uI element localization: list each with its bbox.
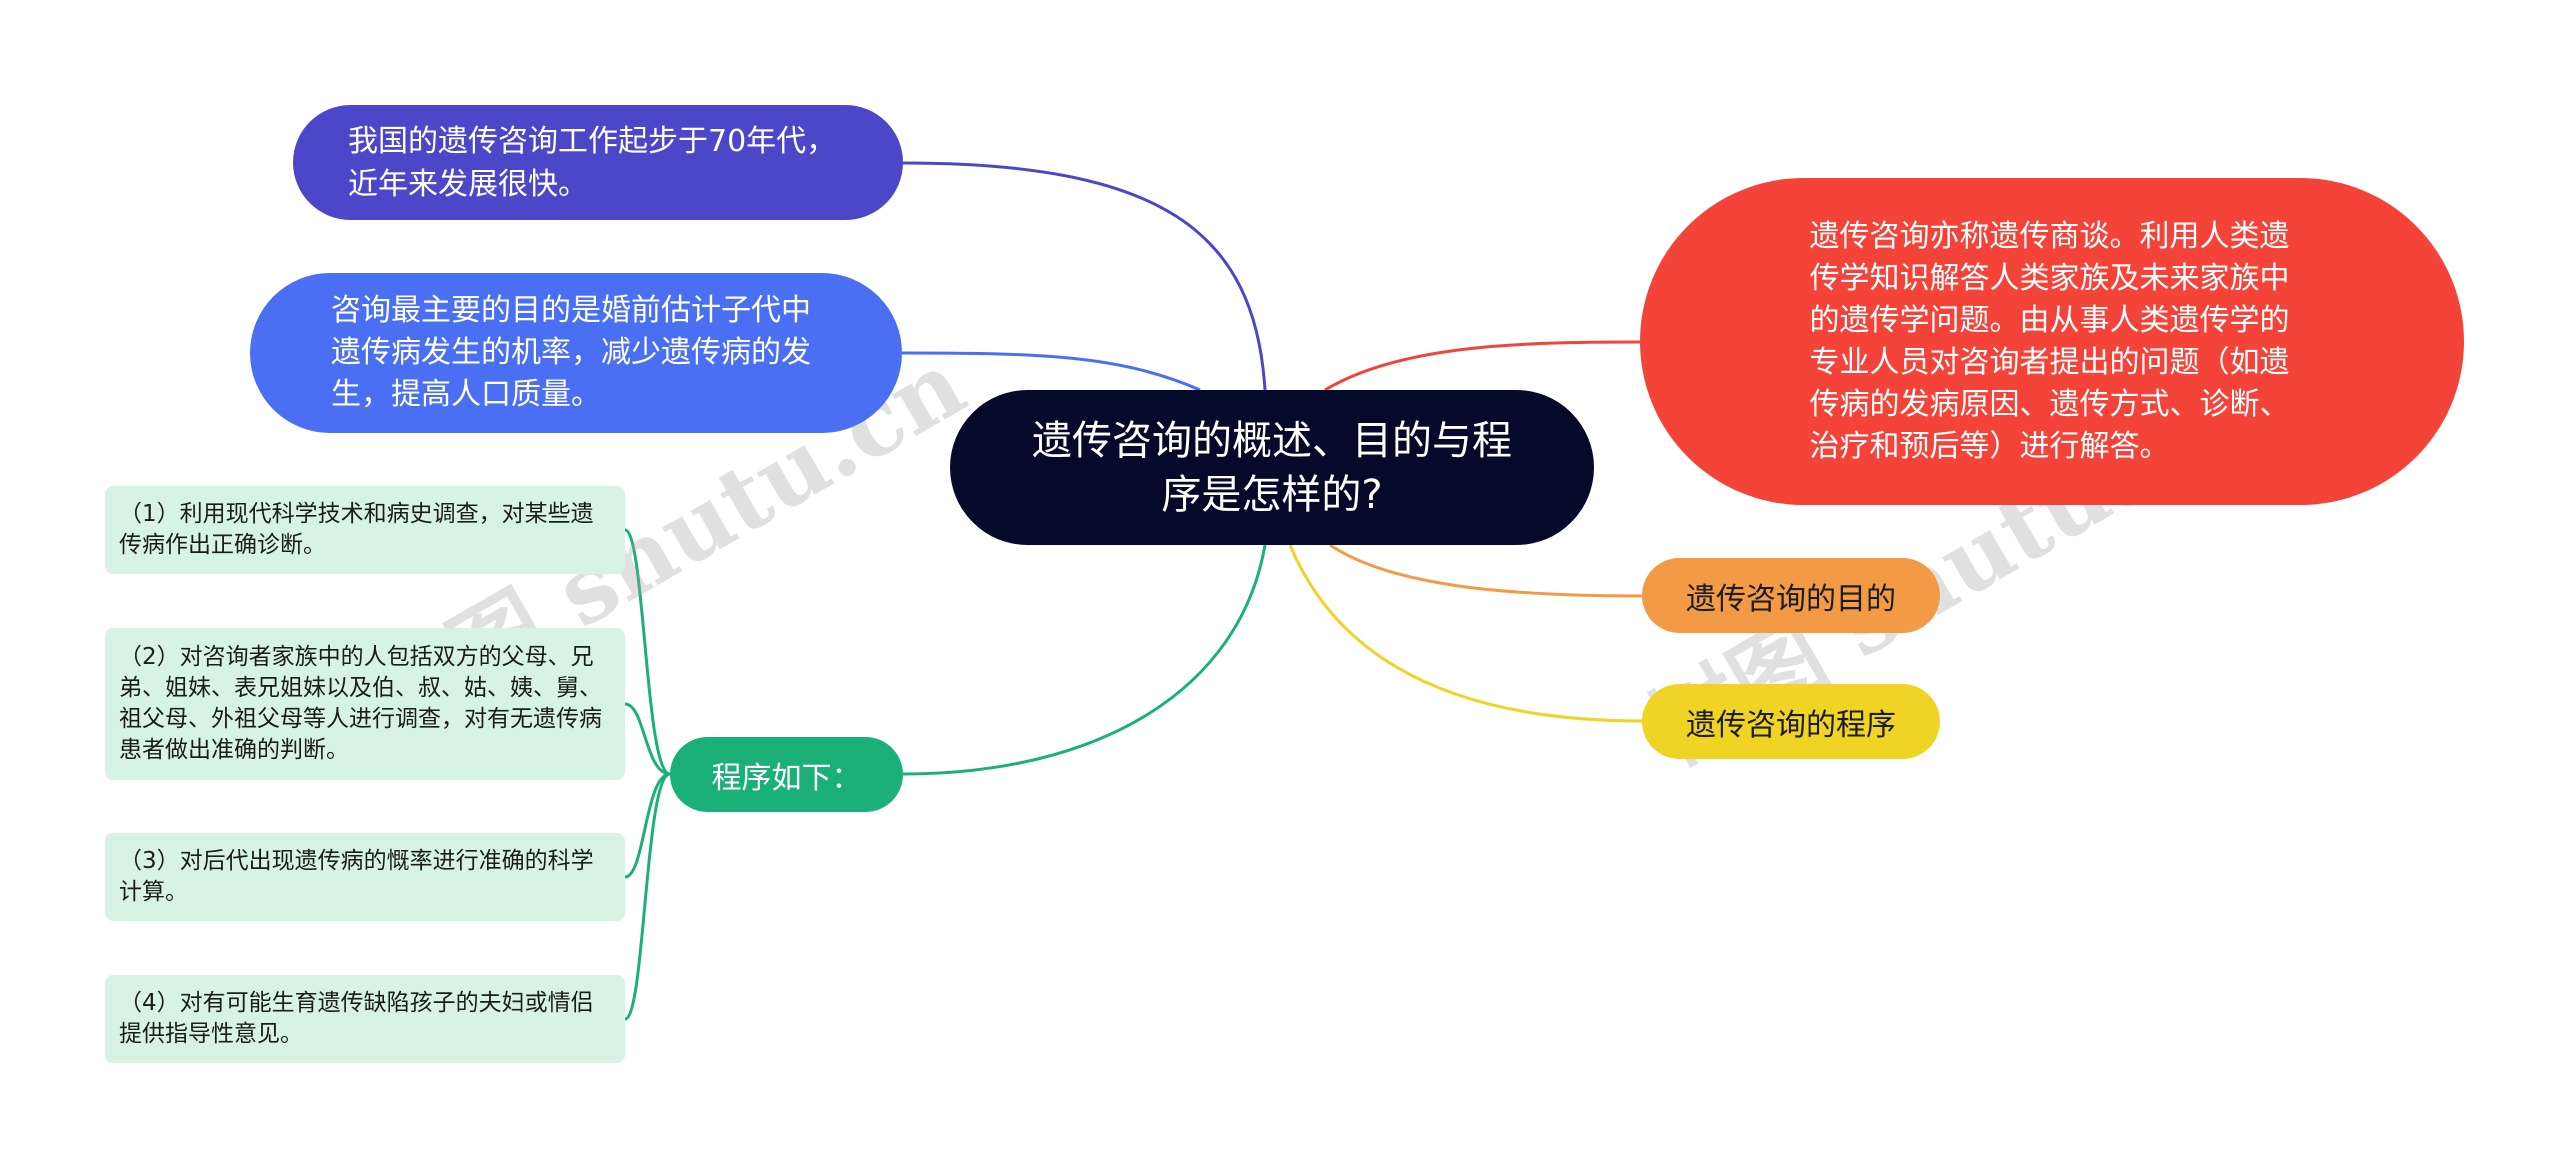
topic-purpose-detail[interactable]: 咨询最主要的目的是婚前估计子代中遗传病发生的机率，减少遗传病的发生，提高人口质量…: [250, 273, 902, 433]
central-topic[interactable]: 遗传咨询的概述、目的与程序是怎样的?: [950, 390, 1594, 545]
connector-line: [901, 351, 1201, 392]
topic-definition-text: 遗传咨询亦称遗传商谈。利用人类遗传学知识解答人类家族及未来家族中的遗传学问题。由…: [1809, 218, 2290, 464]
connector-line: [902, 161, 1267, 391]
connector-line: [1288, 544, 1643, 723]
connector-line: [1324, 340, 1641, 392]
connector-line: [624, 772, 671, 1021]
connector-line: [624, 528, 671, 776]
central-topic-label: 遗传咨询的概述、目的与程序是怎样的?: [1032, 417, 1512, 518]
procedure-step-1[interactable]: （1）利用现代科学技术和病史调查，对某些遗传病作出正确诊断。: [105, 486, 625, 574]
procedure-step-3[interactable]: （3）对后代出现遗传病的慨率进行准确的科学计算。: [105, 833, 625, 921]
topic-procedure-label: 遗传咨询的程序: [1686, 707, 1896, 743]
topic-history[interactable]: 我国的遗传咨询工作起步于70年代，近年来发展很快。: [293, 105, 903, 220]
procedure-step-4[interactable]: （4）对有可能生育遗传缺陷孩子的夫妇或情侣提供指导性意见。: [105, 975, 625, 1063]
topic-purpose-detail-text: 咨询最主要的目的是婚前估计子代中遗传病发生的机率，减少遗传病的发生，提高人口质量…: [331, 293, 811, 412]
procedure-step-text: （1）利用现代科学技术和病史调查，对某些遗传病作出正确诊断。: [119, 501, 594, 558]
connector-line: [624, 772, 671, 879]
connector-line: [624, 702, 671, 776]
procedure-step-text: （2）对咨询者家族中的人包括双方的父母、兄弟、姐妹、表兄姐妹以及伯、叔、姑、姨、…: [119, 644, 602, 763]
connector-line: [1329, 543, 1643, 598]
procedure-step-2[interactable]: （2）对咨询者家族中的人包括双方的父母、兄弟、姐妹、表兄姐妹以及伯、叔、姑、姨、…: [105, 628, 625, 780]
topic-procedure-steps-label: 程序如下：: [711, 760, 862, 796]
topic-history-text: 我国的遗传咨询工作起步于70年代，近年来发展很快。: [348, 123, 837, 202]
procedure-step-text: （4）对有可能生育遗传缺陷孩子的夫妇或情侣提供指导性意见。: [119, 990, 594, 1047]
procedure-step-text: （3）对后代出现遗传病的慨率进行准确的科学计算。: [119, 848, 594, 905]
topic-purpose-label: 遗传咨询的目的: [1686, 581, 1896, 617]
topic-definition[interactable]: 遗传咨询亦称遗传商谈。利用人类遗传学知识解答人类家族及未来家族中的遗传学问题。由…: [1640, 178, 2464, 505]
topic-procedure-steps[interactable]: 程序如下：: [670, 737, 903, 812]
topic-procedure[interactable]: 遗传咨询的程序: [1642, 684, 1940, 759]
topic-purpose[interactable]: 遗传咨询的目的: [1642, 558, 1940, 633]
connector-line: [902, 544, 1267, 776]
